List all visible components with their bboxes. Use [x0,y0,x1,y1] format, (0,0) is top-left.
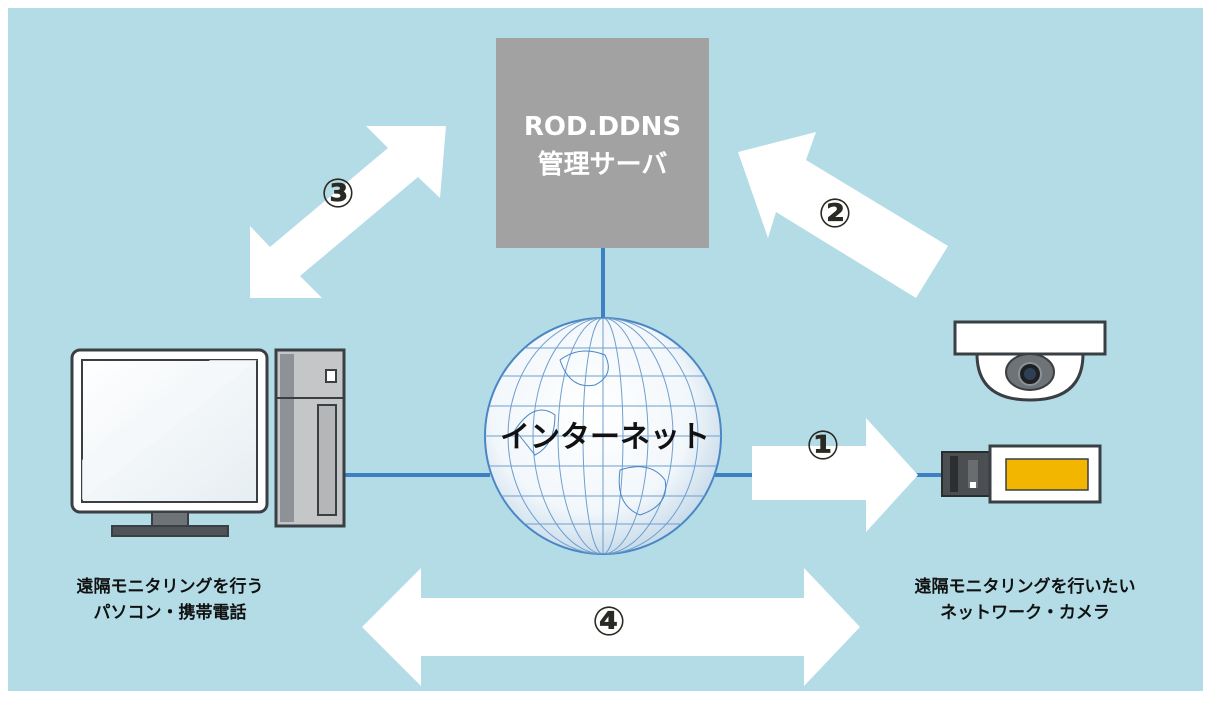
server-label-line2: 管理サーバ [537,150,668,180]
pc-caption-line2: パソコン・携帯電話 [93,603,247,623]
server-label: ROD.DDNS 管理サーバ [496,108,709,184]
pc-caption: 遠隔モニタリングを行う パソコン・携帯電話 [40,574,300,626]
camera-caption-line1: 遠隔モニタリングを行いたい [914,577,1136,597]
dome-camera-icon [953,320,1107,402]
camera-caption-line2: ネットワーク・カメラ [940,603,1110,623]
pc-tower-icon [274,348,346,528]
arrow-3 [250,126,446,298]
step-2-label: ② [818,191,852,237]
step-1-label: ① [806,423,840,469]
globe-icon [484,317,722,555]
server-box [496,38,709,248]
step-3-label: ③ [321,171,355,217]
monitor-icon [70,348,269,537]
arrow-4 [362,568,860,686]
server-label-line1: ROD.DDNS [523,112,682,142]
arrow-2 [738,132,948,298]
internet-label: インターネット [500,420,710,455]
pc-caption-line1: 遠隔モニタリングを行う [76,577,264,597]
arrow-1 [752,418,918,532]
camera-caption: 遠隔モニタリングを行いたい ネットワーク・カメラ [880,574,1170,626]
box-camera-icon [941,444,1102,504]
step-4-label: ④ [592,599,626,645]
